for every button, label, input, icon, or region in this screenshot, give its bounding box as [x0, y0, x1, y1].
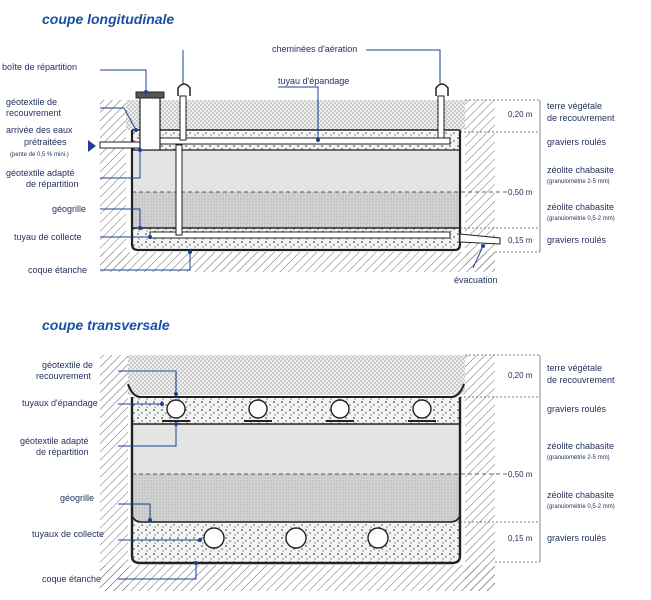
label-cheminees: cheminées d'aération [272, 44, 357, 54]
long-right-terre-1: terre végétale [547, 101, 602, 111]
t-label-geotex-rec-2: recouvrement [36, 371, 92, 381]
longitudinal-leaders [100, 49, 484, 271]
long-right-zeo1-g: (granulométrie 2-5 mm) [547, 179, 610, 185]
t-label-geotex-rec-1: géotextile de [42, 360, 93, 370]
gravel-top-layer-t [132, 397, 460, 424]
label-tuyau-epandage: tuyau d'épandage [278, 76, 349, 86]
label-arrivee-1: arrivée des eaux [6, 125, 73, 135]
label-geotex-rep-1: géotextile adapté [6, 168, 75, 178]
transversal-title: coupe transversale [42, 317, 170, 333]
long-right-terre-2: de recouvrement [547, 113, 615, 123]
longitudinal-title: coupe longitudinale [42, 11, 174, 27]
trans-right-graviers2: graviers roulés [547, 533, 607, 543]
label-boite: boîte de répartition [2, 62, 77, 72]
ground-hatch-bottom [100, 252, 495, 272]
distribution-box-lid [135, 91, 165, 99]
vertical-pipe [175, 144, 183, 236]
trans-right-zeo2: zéolite chabasite [547, 490, 614, 500]
long-right-zeo2-g: (granulométrie 0,5-2 mm) [547, 216, 615, 222]
ground-hatch-right [465, 100, 495, 270]
dim-long-2: 0,50 m [508, 188, 533, 197]
dim-trans-3: 0,15 m [508, 534, 533, 543]
trans-right-zeo1: zéolite chabasite [547, 441, 614, 451]
t-label-coque: coque étanche [42, 574, 101, 584]
geotextile-cover-t [127, 383, 465, 398]
vent-stack-left [179, 95, 187, 141]
geogrid-t [131, 514, 461, 523]
t-label-geotex-rep-1: géotextile adapté [20, 436, 89, 446]
longitudinal-section [88, 83, 510, 272]
vent-chimney-left [177, 83, 191, 96]
label-geotex-rep-2: de répartition [26, 179, 79, 189]
label-arrivee-2: prétraitées [24, 137, 67, 147]
label-evacuation: évacuation [454, 275, 498, 285]
trans-right-graviers1: graviers roulés [547, 404, 607, 414]
ground-hatch-right-t [465, 355, 495, 591]
trans-right-terre-2: de recouvrement [547, 375, 615, 385]
topsoil-layer-t [128, 355, 465, 395]
inlet-arrow-icon [88, 140, 96, 152]
ground-hatch-left-t [100, 355, 128, 591]
t-label-tuyaux-collecte: tuyaux de collecte [32, 529, 104, 539]
t-label-geotex-rep-2: de répartition [36, 447, 89, 457]
transversal-dim-lines [460, 354, 540, 563]
zeolite-layer-1 [132, 150, 460, 192]
topsoil-layer [126, 100, 465, 130]
trans-right-zeo2-g: (granulométrie 0,5-2 mm) [547, 504, 615, 510]
transversal-section [100, 355, 510, 591]
outlet-pipe [459, 233, 501, 245]
label-geotex-rec-2: recouvrement [6, 108, 62, 118]
vent-chimney-right [435, 83, 449, 96]
distribution-box [139, 95, 161, 151]
collection-pipe [149, 231, 451, 239]
trans-right-zeo1-g: (granulométrie 2-5 mm) [547, 455, 610, 461]
zeolite-layer-2 [132, 192, 460, 228]
long-right-graviers1: graviers roulés [547, 137, 607, 147]
distribution-pipes-t [166, 399, 432, 419]
longitudinal-leader-dots [134, 90, 485, 254]
label-coque: coque étanche [28, 265, 87, 275]
label-tuyau-collecte: tuyau de collecte [14, 232, 82, 242]
t-label-tuyaux-epandage: tuyaux d'épandage [22, 398, 98, 408]
long-right-graviers2: graviers roulés [547, 235, 607, 245]
trans-right-terre-1: terre végétale [547, 363, 602, 373]
dim-long-1: 0,20 m [508, 110, 533, 119]
dim-long-3: 0,15 m [508, 236, 533, 245]
long-right-zeo2: zéolite chabasite [547, 202, 614, 212]
t-label-geogrille: géogrille [60, 493, 94, 503]
ground-hatch-left [100, 100, 126, 270]
dim-trans-1: 0,20 m [508, 371, 533, 380]
waterproof-shell-t [130, 397, 462, 565]
distribution-pipe [149, 137, 451, 145]
label-arrivee-3: (pente de 0,5 % mini.) [10, 152, 69, 158]
ground-hatch-bottom-t [100, 565, 495, 591]
label-geotex-rec-1: géotextile de [6, 97, 57, 107]
zeolite-layer-1-t [132, 424, 460, 474]
label-geogrille: géogrille [52, 204, 86, 214]
collection-pipes-t [203, 527, 389, 549]
longitudinal-dim-lines [460, 99, 540, 253]
transversal-leader-dots [148, 392, 202, 565]
long-right-zeo1: zéolite chabasite [547, 165, 614, 175]
waterproof-shell [130, 130, 462, 252]
dim-trans-2: 0,50 m [508, 470, 533, 479]
transversal-leaders [118, 370, 200, 580]
vent-stack-right [437, 95, 445, 139]
zeolite-layer-2-t [132, 474, 460, 522]
